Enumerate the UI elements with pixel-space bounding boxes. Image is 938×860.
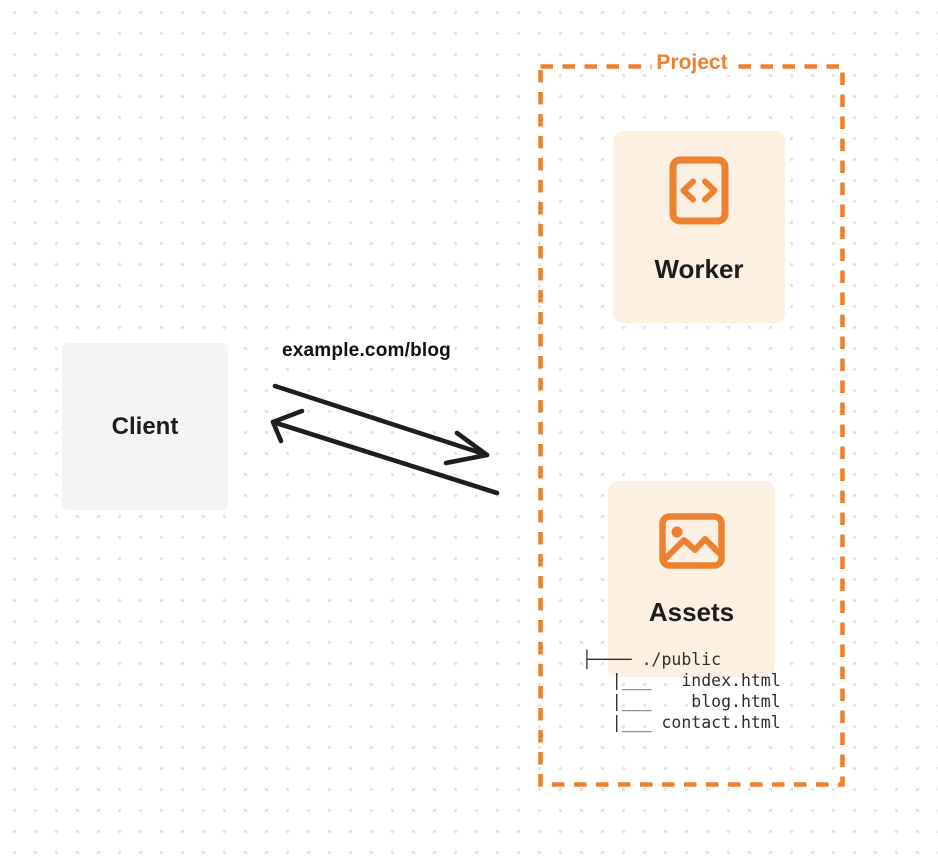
request-url-label: example.com/blog	[282, 340, 451, 361]
file-tree-item: |___ blog.html	[582, 692, 781, 711]
file-tree-root: ├──── ./public	[582, 650, 722, 669]
image-icon	[658, 513, 725, 569]
file-tree-item: |___ index.html	[582, 671, 781, 690]
project-label: Project	[651, 51, 733, 75]
client-box: Client	[62, 343, 228, 510]
file-tree: ├──── ./public |___ index.html |___ blog…	[582, 649, 781, 733]
request-arrow	[272, 383, 490, 466]
response-arrow	[270, 408, 500, 496]
assets-label: Assets	[648, 597, 735, 627]
worker-card: Worker	[613, 131, 785, 323]
file-tree-item: |___ contact.html	[582, 713, 781, 732]
code-document-icon	[669, 156, 729, 225]
worker-label: Worker	[654, 254, 744, 284]
client-label: Client	[111, 412, 179, 440]
assets-card: Assets	[608, 481, 775, 677]
